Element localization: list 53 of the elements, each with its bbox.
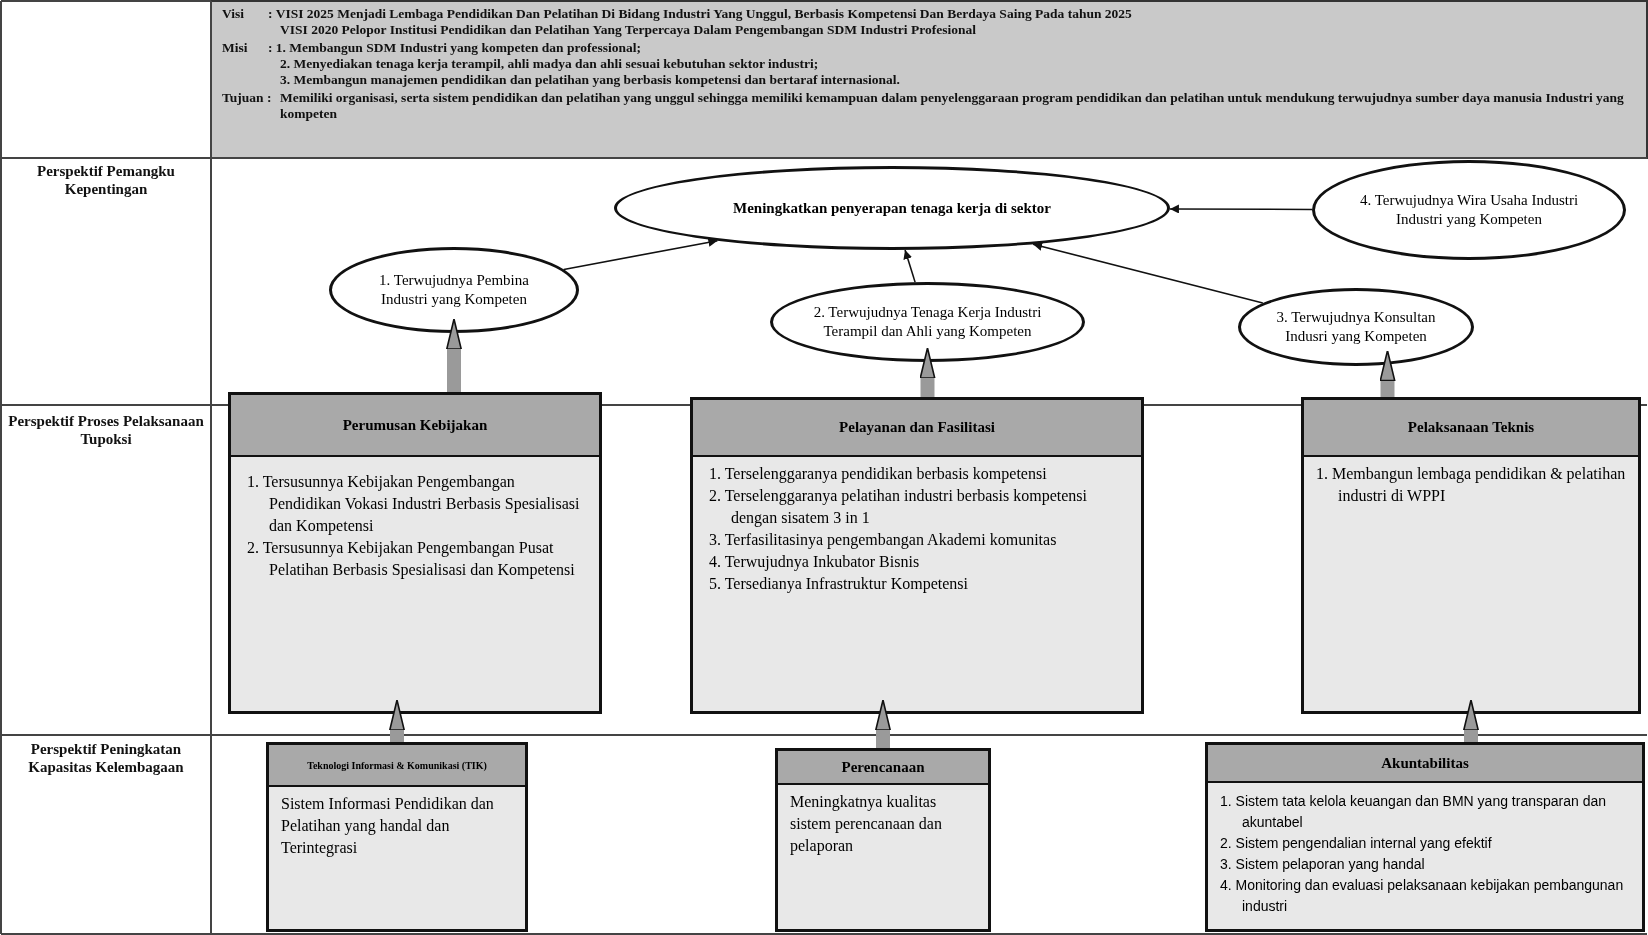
objective-item: 2. Tersusunnya Kebijakan Pengembangan Pusat Pelatihan Berbasis Spesialisasi dan Kompetensi <box>246 538 576 581</box>
section-label: Tujuan : <box>222 90 273 106</box>
box-heading: Pelayanan dan Fasilitasi <box>839 419 995 436</box>
objective-item: Sistem Informasi Pendidikan dan Pelatihan yang handal dan Terintegrasi <box>281 794 495 859</box>
objective-box <box>775 748 991 932</box>
objective-item: 2. Sistem pengendalian internal yang efektif <box>1219 834 1493 853</box>
objective-item: 4. Monitoring dan evaluasi pelaksanaan kebijakan pembangunan industri <box>1219 876 1625 916</box>
box-heading: Akuntabilitas <box>1381 754 1469 772</box>
objective-item: 1. Sistem tata kelola keuangan dan BMN yang transparan dan akuntabel <box>1219 792 1608 832</box>
goal-text: 2. Terwujudnya Tenaga Kerja Industri Terampil dan Ahli yang Kompeten <box>812 303 1043 341</box>
objective-box <box>266 742 528 932</box>
statement-text: 2. Menyediakan tenaga kerja terampil, ahli madya dan ahli sesuai kebutuhan sektor industri; <box>280 56 820 72</box>
arrow <box>563 237 719 271</box>
block-arrow <box>1379 349 1396 397</box>
block-arrow <box>1463 699 1479 742</box>
objective-item: 2. Terselenggaranya pelatihan industri berbasis kompetensi dengan sisatem 3 in 1 <box>708 486 1089 529</box>
statement-text: : 1. Membangun SDM Industri yang kompeten dan professional; <box>268 40 642 56</box>
objective-item: 1. Tersusunnya Kebijakan Pengembangan Pendidikan Vokasi Industri Berbasis Spesialisasi dan Kompetensi <box>246 472 581 537</box>
goal-text: 4. Terwujudnya Wira Usaha Industri Industri yang Kompeten <box>1358 191 1580 229</box>
objective-box <box>690 397 1144 714</box>
block-arrow <box>446 318 462 392</box>
box-heading: Pelaksanaan Teknis <box>1407 419 1535 436</box>
row-header: Perspektif Peningkatan Kapasitas Kelembagaan <box>27 740 185 776</box>
arrow <box>1169 204 1313 214</box>
objective-item: 3. Sistem pelaporan yang handal <box>1219 855 1426 874</box>
goal-text: 3. Terwujudnya Konsultan Indusri yang Kompeten <box>1275 308 1437 346</box>
block-arrow <box>389 699 405 742</box>
box-heading: Perumusan Kebijakan <box>342 416 488 434</box>
statement-text: VISI 2020 Pelopor Institusi Pendidikan dan Pelatihan Yang Terpercaya Dalam Pengembangan SDM Industri Profesional <box>280 22 977 38</box>
statement-text: Memiliki organisasi, serta sistem pendidikan dan pelatihan yang unggul sehingga memiliki kemampuan dalam penyelenggaraan program pendidikan dan pelatihan untuk mendukung terwujudnya sumber daya manusia Industri yang kompeten <box>280 90 1625 122</box>
statement-text: : VISI 2025 Menjadi Lembaga Pendidikan Dan Pelatihan Di Bidang Industri Yang Unggul, Berbasis Kompetensi Dan Berdaya Saing Pada tahun 2025 <box>268 6 1133 22</box>
objective-item: 1. Terselenggaranya pendidikan berbasis kompetensi <box>708 464 1048 485</box>
goal-text: 1. Terwujudnya Pembina Industri yang Kompeten <box>378 271 530 309</box>
objective-box <box>228 392 602 714</box>
box-heading: Teknologi Informasi & Komunikasi (TIK) <box>307 758 487 772</box>
arrow <box>1032 242 1264 304</box>
objective-item: 1. Membangun lembaga pendidikan & pelatihan industri di WPPI <box>1315 464 1626 506</box>
objective-box <box>1205 742 1645 932</box>
box-heading: Perencanaan <box>841 758 925 776</box>
objective-item: Meningkatnya kualitas sistem perencanaan dan pelaporan <box>790 792 943 857</box>
objective-item: 4. Terwujudnya Inkubator Bisnis <box>708 552 921 573</box>
row-header: Perspektif Proses Pelaksanaan Tupoksi <box>7 412 205 448</box>
objective-box <box>1301 397 1641 714</box>
row-header: Perspektif Pemangku Kepentingan <box>36 162 176 198</box>
objective-item: 3. Terfasilitasinya pengembangan Akademi komunitas <box>708 530 1058 551</box>
block-arrow <box>919 347 936 397</box>
section-label: Misi <box>222 40 249 56</box>
block-arrow <box>875 699 891 748</box>
goal-text: Meningkatkan penyerapan tenaga kerja di sektor <box>733 198 1051 218</box>
section-label: Visi <box>222 6 245 22</box>
statement-text: 3. Membangun manajemen pendidikan dan pelatihan yang berbasis kompetensi dan bertaraf internasional. <box>280 72 901 88</box>
arrow <box>903 249 916 283</box>
objective-item: 5. Tersedianya Infrastruktur Kompetensi <box>708 574 969 595</box>
